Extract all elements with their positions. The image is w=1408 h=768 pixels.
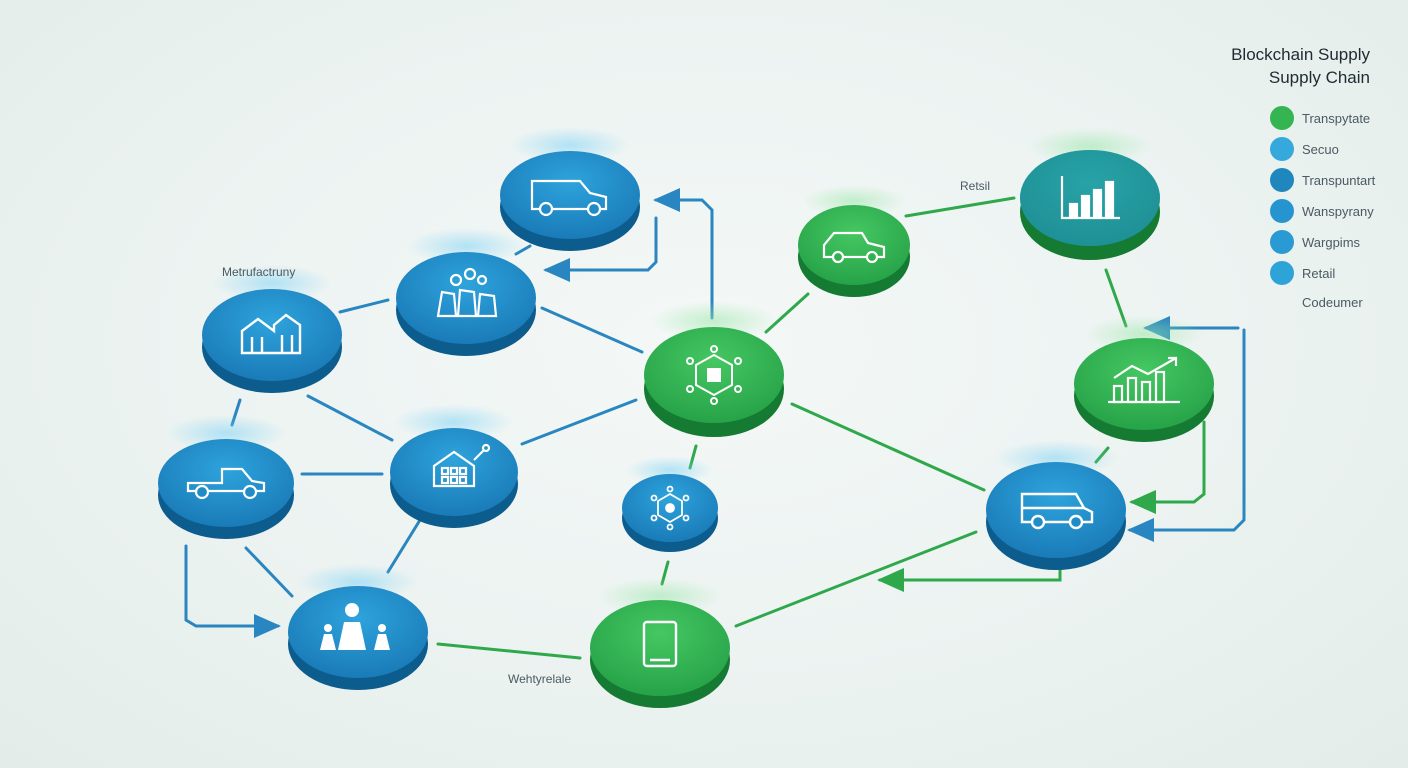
supplier-node[interactable] — [396, 228, 536, 356]
connector-line — [540, 306, 644, 354]
blockchain-network-icon — [686, 345, 742, 405]
blockchain-hub-node[interactable] — [644, 301, 784, 437]
connector-line — [734, 530, 978, 628]
connector-line — [520, 398, 638, 446]
connector-line — [1104, 268, 1128, 328]
small-blockchain-node[interactable] — [622, 456, 718, 552]
diagram-subtitle: Supply Chain — [1268, 68, 1370, 87]
connector-line — [904, 196, 1016, 218]
connector-arrow — [543, 216, 658, 282]
warehouse-label: Wehtyrelale — [508, 672, 571, 686]
legend-label: Wargpims — [1302, 235, 1361, 250]
connector-line — [338, 298, 390, 314]
people-node[interactable] — [288, 564, 428, 690]
legend-label: Retail — [1302, 266, 1336, 281]
legend-swatch — [1270, 137, 1294, 161]
legend-swatch — [1270, 106, 1294, 130]
manufacturing-label: Metrufactruny — [222, 265, 295, 279]
connector-arrow — [1127, 328, 1246, 542]
connector-line — [244, 546, 294, 598]
raw-materials-icon — [436, 267, 498, 318]
suv-node[interactable] — [986, 440, 1126, 570]
connector-line — [790, 402, 986, 492]
warehouse-icon — [432, 443, 491, 488]
van-node[interactable] — [500, 127, 640, 251]
people-icon — [320, 603, 390, 650]
legend-label: Transpytate — [1302, 111, 1371, 126]
connector-arrow — [1129, 420, 1206, 514]
tablet-node[interactable] — [590, 578, 730, 708]
connector-line — [436, 642, 582, 660]
jeep-node[interactable] — [798, 185, 910, 297]
diagram-title: Blockchain Supply — [1231, 45, 1370, 64]
pickup-truck-node[interactable] — [158, 415, 294, 539]
legend-label: Wanspyrany — [1302, 204, 1374, 219]
growth-chart-icon — [1108, 356, 1180, 404]
connector-arrow — [184, 544, 281, 638]
jeep-icon — [822, 231, 886, 264]
pickup-truck-icon — [186, 467, 266, 500]
retail-label: Retsil — [960, 179, 990, 193]
bar-chart-icon — [1060, 176, 1120, 220]
suv-icon — [1020, 492, 1094, 530]
bar-chart-node[interactable] — [1020, 128, 1160, 260]
legend-label: Secuo — [1302, 142, 1339, 157]
tablet-icon — [642, 620, 678, 668]
van-icon — [530, 179, 608, 217]
legend-extra-label: Codeumer — [1302, 295, 1363, 310]
connector-arrow — [653, 188, 714, 320]
legend-swatch — [1270, 168, 1294, 192]
legend-label: Transpuntart — [1302, 173, 1376, 188]
legend-swatch — [1270, 261, 1294, 285]
connector-line — [306, 394, 394, 442]
blockchain-network-icon — [650, 485, 690, 531]
factory-node[interactable] — [202, 265, 342, 393]
factory-icon — [240, 313, 302, 355]
legend-swatch — [1270, 230, 1294, 254]
legend-swatch — [1270, 199, 1294, 223]
warehouse-node[interactable] — [390, 404, 518, 528]
growth-chart-node[interactable] — [1074, 316, 1214, 442]
connector-line — [386, 518, 422, 574]
